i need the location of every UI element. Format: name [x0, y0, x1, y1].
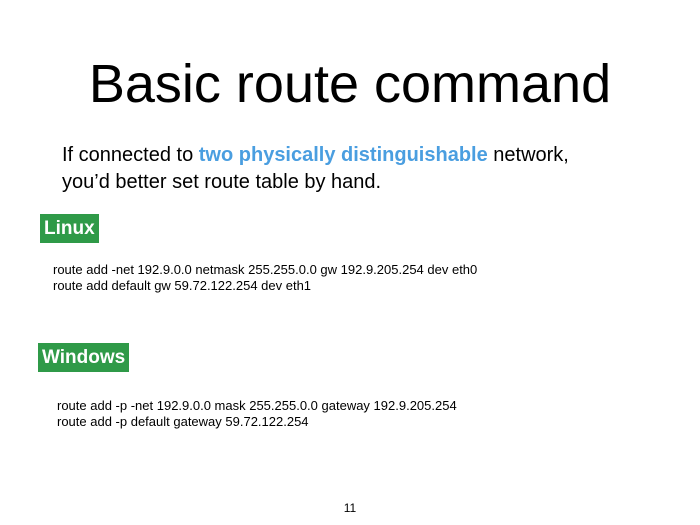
- windows-command: route add -p -net 192.9.0.0 mask 255.255…: [57, 398, 457, 413]
- intro-text: If connected to: [62, 144, 199, 166]
- page-number: 11: [343, 501, 357, 515]
- intro-line-1: If connected to two physically distingui…: [62, 143, 569, 167]
- windows-command: route add -p default gateway 59.72.122.2…: [57, 414, 309, 429]
- windows-badge: Windows: [38, 343, 130, 372]
- intro-text: network,: [487, 144, 569, 166]
- linux-command: route add -net 192.9.0.0 netmask 255.255…: [53, 262, 478, 277]
- linux-badge: Linux: [40, 214, 99, 243]
- intro-highlight: two physically distinguishable: [198, 144, 488, 166]
- intro-line-2: you’d better set route table by hand.: [62, 171, 382, 193]
- slide-title: Basic route command: [88, 54, 612, 114]
- linux-command: route add default gw 59.72.122.254 dev e…: [53, 278, 312, 293]
